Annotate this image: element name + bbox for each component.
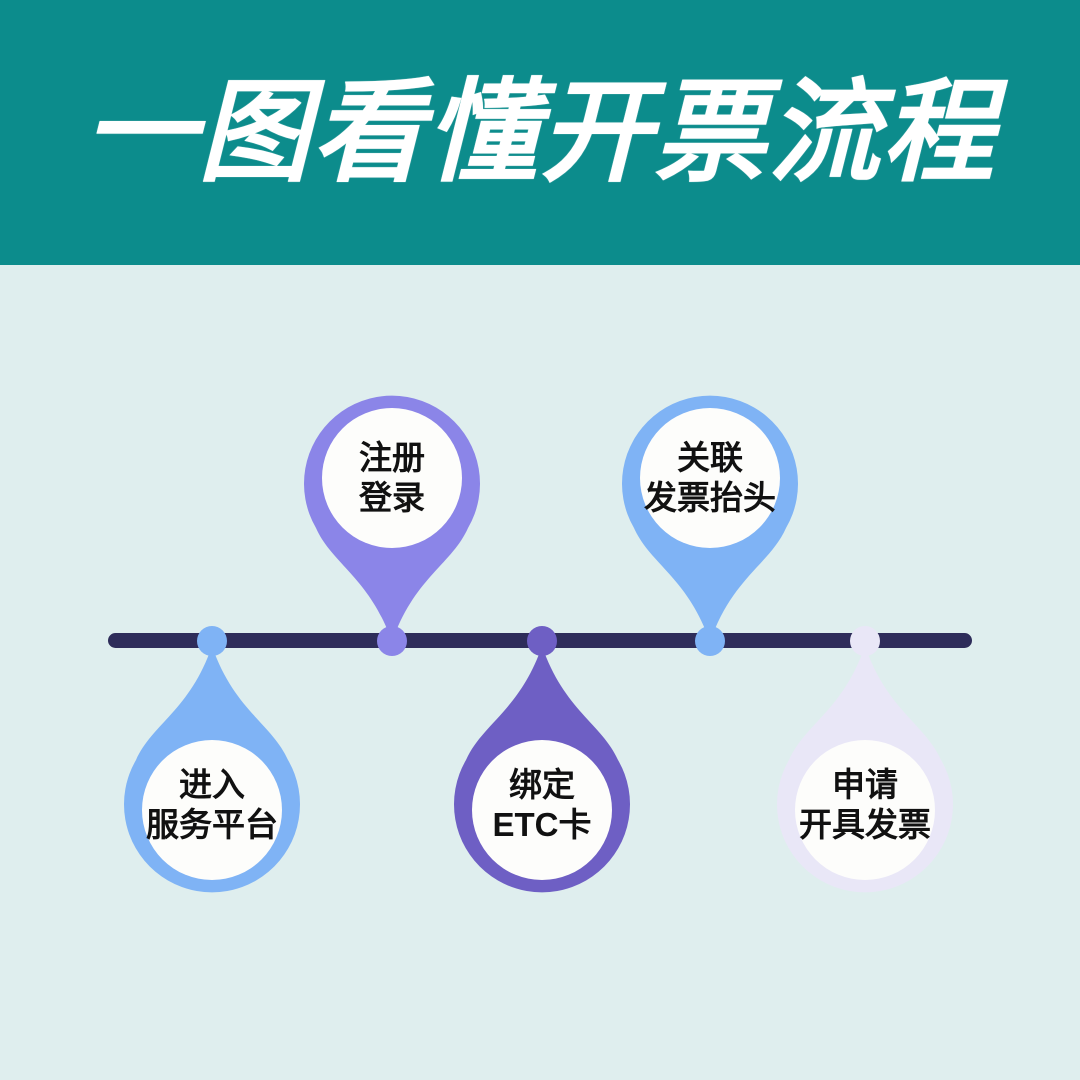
pin-shape-icon (304, 395, 480, 642)
header-band (0, 0, 1080, 265)
step-label-line2: 服务平台 (146, 806, 278, 844)
step-marker-5[interactable]: 申请开具发票 (765, 640, 965, 910)
step-marker-4[interactable]: 关联发票抬头 (610, 378, 810, 648)
step-label-4: 关联发票抬头 (610, 438, 810, 519)
step-marker-2[interactable]: 注册登录 (292, 378, 492, 648)
step-label-line2: 登录 (359, 479, 425, 517)
step-label-line1: 绑定 (509, 766, 575, 803)
step-label-1: 进入服务平台 (112, 765, 312, 846)
pin-shape-icon (622, 395, 798, 642)
timeline-dot-2[interactable] (377, 626, 407, 656)
page-title: 一图看懂开票流程 (84, 69, 996, 195)
step-label-line1: 进入 (179, 766, 245, 803)
step-label-line2: 发票抬头 (644, 479, 776, 517)
timeline-dot-1[interactable] (197, 626, 227, 656)
step-label-line1: 申请 (832, 766, 898, 803)
droplet-shape-icon (124, 646, 301, 893)
step-label-line1: 注册 (359, 439, 425, 476)
step-label-line1: 关联 (677, 439, 743, 476)
timeline-dot-4[interactable] (695, 626, 725, 656)
timeline-dot-3[interactable] (527, 626, 557, 656)
droplet-shape-icon (777, 646, 953, 893)
step-label-line2: ETC卡 (492, 806, 592, 844)
step-label-2: 注册登录 (292, 438, 492, 519)
step-label-5: 申请开具发票 (765, 765, 965, 846)
step-label-line2: 开具发票 (799, 806, 931, 844)
timeline-dot-5[interactable] (850, 626, 880, 656)
droplet-shape-icon (454, 646, 630, 893)
step-marker-1[interactable]: 进入服务平台 (112, 640, 312, 910)
